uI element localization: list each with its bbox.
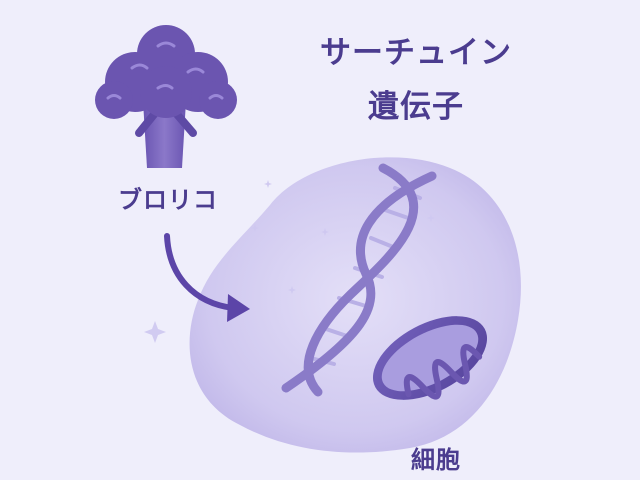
sparkle-icon — [144, 180, 435, 343]
cell-label: 細胞 — [411, 446, 461, 474]
dna-helix-icon — [281, 163, 437, 397]
title-line-1: サーチュイン — [320, 35, 512, 71]
broccoli-label: ブロリコ — [118, 186, 218, 214]
mitochondria-icon — [372, 316, 488, 400]
title-line-2: 遺伝子 — [368, 89, 464, 125]
curved-arrow-icon — [164, 233, 250, 322]
broccoli-icon — [95, 25, 237, 168]
